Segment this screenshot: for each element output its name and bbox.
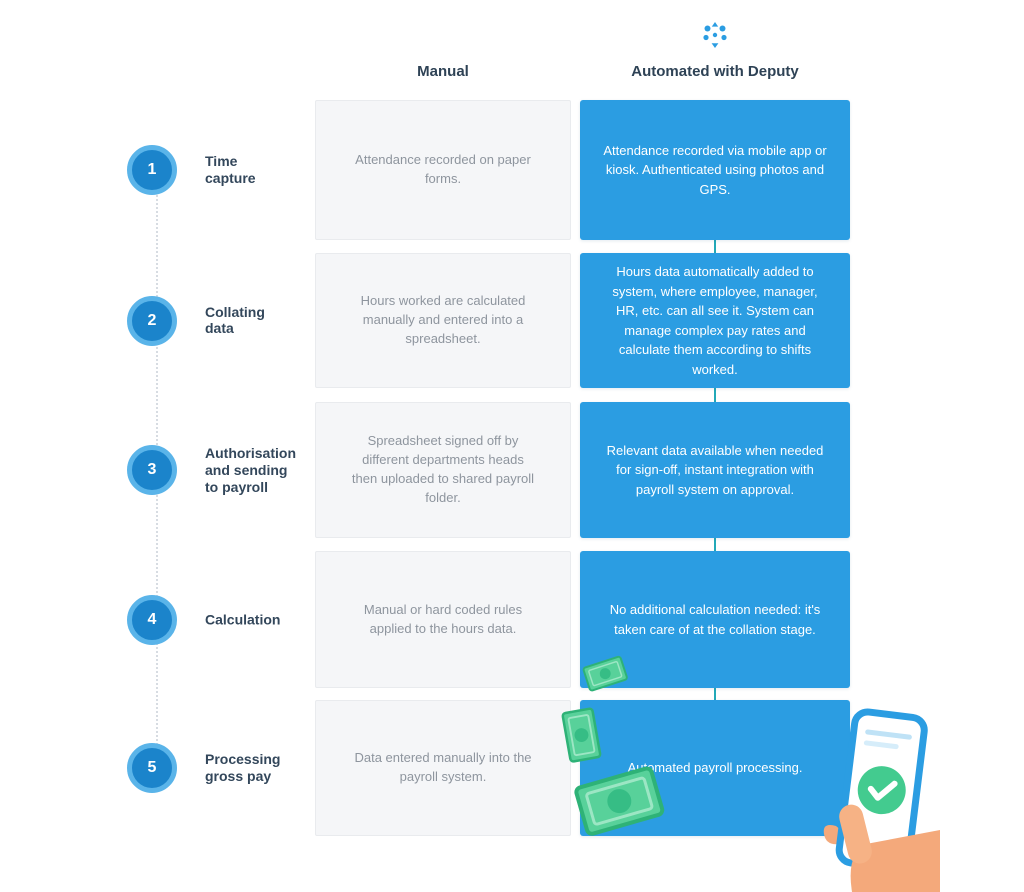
manual-card-text: Attendance recorded on paper forms. (355, 152, 531, 186)
step-row: 2 Collating data Hours worked are calcul… (0, 253, 1024, 388)
automated-card: Attendance recorded via mobile app or ki… (580, 100, 850, 240)
manual-card-text: Manual or hard coded rules applied to th… (363, 601, 523, 636)
automated-card: Relevant data available when needed for … (580, 402, 850, 538)
banknote-icon (581, 654, 631, 697)
step-number-badge: 4 (127, 594, 177, 645)
automated-card: Hours data automatically added to system… (580, 253, 850, 388)
column-header-automated: Automated with Deputy (631, 63, 799, 80)
step-number-badge: 5 (127, 743, 177, 793)
automated-card-text: No additional calculation needed: it's t… (609, 602, 821, 637)
step-label: Collating data (205, 303, 265, 337)
automated-card-text: Relevant data available when needed for … (606, 442, 824, 497)
automated-card-text: Hours data automatically added to system… (612, 264, 818, 377)
step-row: 5 Processing gross pay Data entered manu… (0, 700, 1024, 836)
manual-card: Hours worked are calculated manually and… (315, 253, 571, 388)
step-number: 5 (147, 759, 157, 776)
step-number: 1 (147, 161, 157, 178)
deputy-logo-icon (700, 20, 730, 50)
step-number: 4 (147, 610, 157, 628)
step-label: Authorisation and sending to payroll (205, 444, 296, 495)
step-label: Processing gross pay (205, 751, 281, 784)
step-number: 3 (147, 461, 157, 478)
banknote-icon (571, 764, 668, 844)
step-label: Calculation (205, 611, 281, 628)
manual-card-text: Data entered manually into the payroll s… (354, 750, 532, 784)
step-row: 1 Time capture Attendance recorded on pa… (0, 100, 1024, 240)
automated-card: No additional calculation needed: it's t… (580, 551, 850, 688)
step-row: 4 Calculation Manual or hard coded rules… (0, 551, 1024, 688)
manual-card: Spreadsheet signed off by different depa… (315, 402, 571, 538)
step-row: 3 Authorisation and sending to payroll S… (0, 402, 1024, 538)
manual-card-text: Spreadsheet signed off by different depa… (351, 433, 535, 505)
step-number-badge: 2 (127, 295, 177, 346)
column-header-manual: Manual (417, 63, 469, 80)
step-number-badge: 1 (127, 145, 177, 195)
hand-holding-phone-icon (790, 686, 946, 892)
step-number: 2 (147, 311, 157, 329)
step-label: Time capture (205, 153, 256, 186)
banknote-icon (555, 705, 603, 767)
manual-card: Data entered manually into the payroll s… (315, 700, 571, 836)
step-number-badge: 3 (127, 445, 177, 495)
manual-card-text: Hours worked are calculated manually and… (360, 293, 526, 346)
manual-card: Manual or hard coded rules applied to th… (315, 551, 571, 688)
automated-card-text: Attendance recorded via mobile app or ki… (603, 142, 827, 197)
manual-card: Attendance recorded on paper forms. (315, 100, 571, 240)
automated-card-text: Automated payroll processing. (627, 760, 803, 776)
